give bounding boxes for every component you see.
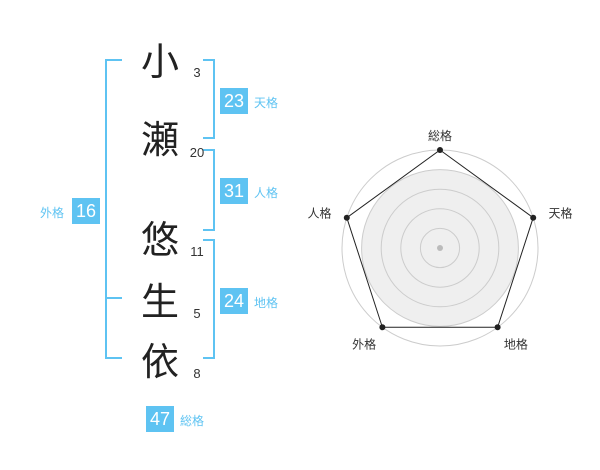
chikaku-bracket — [203, 239, 215, 359]
tenkaku-bracket — [203, 59, 215, 139]
name-char-4: 生 — [140, 280, 179, 324]
name-char-2: 瀬 — [140, 118, 179, 162]
stroke-count-1: 3 — [193, 65, 201, 80]
radar-rings — [341, 149, 539, 347]
radar-polygon — [343, 147, 537, 331]
radar-ring — [380, 188, 500, 308]
gaikaku-bracket — [105, 59, 122, 359]
stroke-count-4: 5 — [193, 306, 201, 321]
name-char-5: 依 — [140, 340, 179, 384]
chikaku-label: 地格 — [254, 296, 279, 310]
radar-vertex-4 — [379, 324, 386, 331]
soukaku-label: 総格 — [180, 414, 205, 428]
radar-axis-label-1: 総格 — [428, 128, 452, 143]
radar-vertex-1 — [437, 147, 443, 153]
radar-vertex-3 — [494, 324, 501, 331]
radar-center-dot — [437, 245, 443, 251]
chikaku-value-box: 24 — [220, 288, 248, 314]
stroke-count-3: 11 — [190, 244, 204, 259]
soukaku-value-box: 47 — [146, 406, 174, 432]
jinkaku-label: 人格 — [254, 186, 279, 200]
jinkaku-bracket — [203, 149, 215, 231]
radar-axis-label-5: 人格 — [307, 205, 331, 220]
gaikaku-label: 外格 — [40, 206, 65, 220]
jinkaku-value-box: 31 — [220, 178, 248, 204]
radar-axis-label-3: 地格 — [504, 337, 528, 352]
radar-vertex-2 — [530, 214, 537, 221]
radar-axis-label-2: 天格 — [549, 205, 573, 220]
name-char-1: 小 — [140, 40, 179, 84]
tenkaku-label: 天格 — [254, 96, 279, 110]
radar-ring — [400, 208, 480, 288]
stroke-count-5: 8 — [193, 366, 201, 381]
radar-ring — [419, 227, 461, 269]
gaikaku-value-box: 16 — [72, 198, 100, 224]
stroke-count-2: 20 — [189, 145, 205, 160]
name-char-3: 悠 — [140, 218, 179, 262]
tenkaku-value-box: 23 — [220, 88, 248, 114]
radar-axis-label-4: 外格 — [352, 337, 376, 352]
radar-vertex-5 — [343, 214, 350, 221]
radar-value-polygon — [346, 149, 534, 328]
